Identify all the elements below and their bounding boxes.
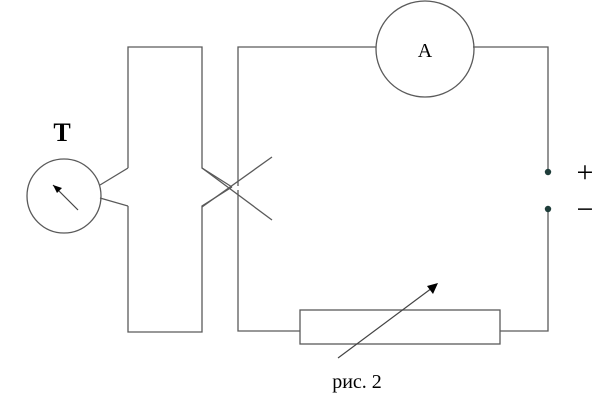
thermometer-lead-top	[99, 167, 129, 186]
thermometer-dial	[26, 158, 102, 234]
power-terminals	[544, 168, 552, 213]
thermometer-gauge	[26, 158, 102, 234]
ammeter-circle	[375, 0, 475, 98]
rheostat-arrowhead	[427, 283, 438, 294]
thermometer-label: T	[53, 118, 70, 147]
rheostat-body	[299, 309, 501, 345]
heater-lower-outline	[127, 186, 233, 333]
junction-wire-down	[201, 167, 273, 221]
thermocouple-junction	[201, 156, 273, 221]
wire-top-right	[473, 46, 549, 172]
negative-terminal	[544, 205, 552, 213]
wire-bottom-right	[500, 209, 549, 332]
heater-element	[99, 46, 233, 333]
wire-bottom-left	[237, 190, 300, 332]
ammeter	[375, 0, 475, 98]
positive-terminal	[544, 168, 552, 176]
minus-label: −	[577, 193, 594, 226]
heater-upper-outline	[127, 46, 233, 188]
main-circuit-wires	[237, 46, 549, 332]
wire-top-left	[237, 46, 376, 186]
figure-caption: рис. 2	[332, 371, 382, 393]
thermometer-lead-bottom	[99, 197, 129, 207]
ammeter-label: A	[418, 40, 433, 62]
junction-wire-up	[201, 156, 273, 208]
rheostat-slider-arrow	[337, 287, 433, 359]
thermometer-needle-arrowhead	[53, 185, 62, 193]
plus-label: +	[577, 156, 594, 189]
rheostat	[299, 283, 501, 359]
